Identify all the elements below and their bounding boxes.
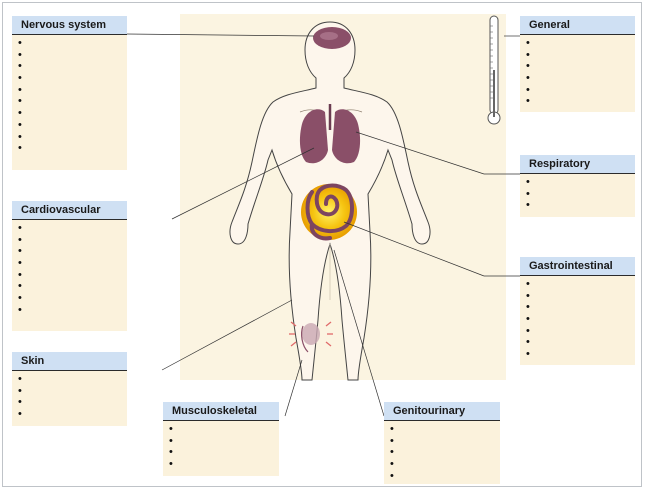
bullet-item: [18, 96, 127, 108]
box-cardiovascular: Cardiovascular: [12, 201, 127, 331]
bullet-item: [169, 447, 279, 459]
bullet-item: [18, 223, 127, 235]
bullet-list: [384, 421, 500, 482]
bullet-item: [18, 50, 127, 62]
figure-frame: [2, 2, 642, 487]
bullet-item: [390, 424, 500, 436]
bullet-item: [18, 293, 127, 305]
box-title: Cardiovascular: [12, 201, 127, 220]
box-general: General: [520, 16, 635, 112]
box-genitourinary: Genitourinary: [384, 402, 500, 484]
bullet-list: [12, 35, 127, 155]
leader-line-cardio: [171, 147, 315, 220]
bullet-item: [526, 96, 635, 108]
bullet-item: [526, 279, 635, 291]
bullet-item: [18, 374, 127, 386]
bullet-item: [18, 305, 127, 317]
bullet-item: [526, 73, 635, 85]
bullet-item: [526, 177, 635, 189]
box-skin: Skin: [12, 352, 127, 426]
bullet-item: [18, 397, 127, 409]
bullet-item: [390, 459, 500, 471]
bullet-list: [520, 174, 635, 212]
bullet-item: [18, 246, 127, 258]
right-lung: [332, 109, 361, 164]
bullet-item: [18, 409, 127, 421]
box-gastrointestinal: Gastrointestinal: [520, 257, 635, 365]
bullet-item: [526, 291, 635, 303]
bullet-item: [18, 73, 127, 85]
bullet-item: [526, 337, 635, 349]
bullet-list: [12, 371, 127, 421]
bullet-item: [526, 314, 635, 326]
box-nervous-system: Nervous system: [12, 16, 127, 170]
leader-line-nervous: [125, 33, 315, 37]
bullet-item: [526, 61, 635, 73]
bullet-item: [390, 471, 500, 483]
leader-line-musculo: [284, 359, 303, 417]
bullet-item: [18, 120, 127, 132]
bullet-item: [18, 143, 127, 155]
bullet-item: [18, 61, 127, 73]
bullet-item: [526, 302, 635, 314]
bullet-item: [526, 38, 635, 50]
bullet-item: [526, 200, 635, 212]
bullet-item: [18, 108, 127, 120]
box-title: Musculoskeletal: [163, 402, 279, 421]
bullet-list: [12, 220, 127, 317]
box-title: Nervous system: [12, 16, 127, 35]
bullet-item: [18, 258, 127, 270]
bullet-list: [163, 421, 279, 471]
bullet-item: [526, 85, 635, 97]
bullet-item: [18, 281, 127, 293]
bullet-item: [18, 386, 127, 398]
thermometer-icon: [487, 15, 501, 125]
bullet-item: [169, 424, 279, 436]
bullet-item: [526, 326, 635, 338]
leader-line-genito: [333, 249, 385, 417]
bullet-item: [18, 85, 127, 97]
bullet-item: [390, 447, 500, 459]
bullet-item: [526, 189, 635, 201]
bullet-list: [520, 35, 635, 108]
box-title: Respiratory: [520, 155, 635, 174]
pain-marks-icon: [289, 321, 333, 347]
bullet-item: [169, 459, 279, 471]
box-respiratory: Respiratory: [520, 155, 635, 217]
box-title: General: [520, 16, 635, 35]
left-lung: [299, 109, 328, 164]
bullet-item: [18, 270, 127, 282]
knee-highlight: [302, 323, 320, 345]
box-musculoskeletal: Musculoskeletal: [163, 402, 279, 476]
bullet-item: [390, 436, 500, 448]
bullet-item: [526, 349, 635, 361]
bullet-item: [526, 50, 635, 62]
box-title: Gastrointestinal: [520, 257, 635, 276]
intestines: [305, 183, 354, 241]
bullet-item: [18, 235, 127, 247]
bullet-item: [169, 436, 279, 448]
leader-line-skin: [161, 299, 293, 371]
bullet-item: [18, 38, 127, 50]
bullet-list: [520, 276, 635, 361]
box-title: Genitourinary: [384, 402, 500, 421]
box-title: Skin: [12, 352, 127, 371]
bullet-item: [18, 132, 127, 144]
